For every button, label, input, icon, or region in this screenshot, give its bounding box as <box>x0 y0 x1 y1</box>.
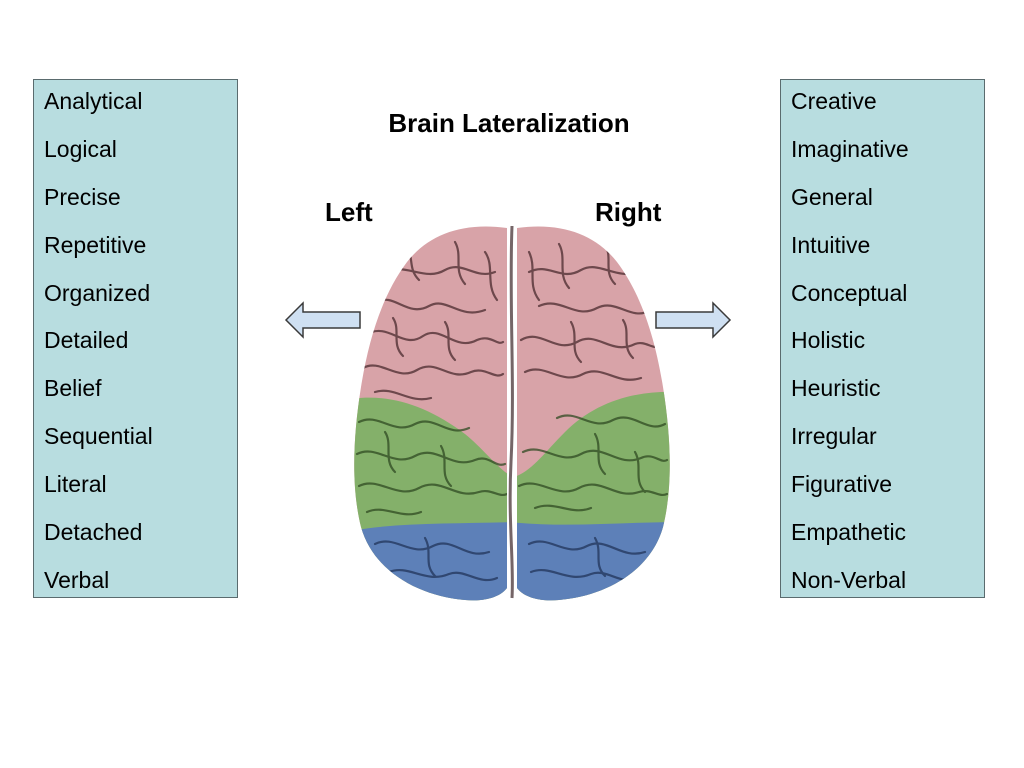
right-trait: Irregular <box>791 423 877 450</box>
right-trait: Holistic <box>791 327 866 354</box>
right-trait: Figurative <box>791 471 892 498</box>
left-trait: Repetitive <box>44 231 147 258</box>
left-traits-panel: Analytical Logical Precise Repetitive Or… <box>33 79 238 598</box>
left-trait: Literal <box>44 471 107 498</box>
right-traits-panel: Creative Imaginative General Intuitive C… <box>780 79 985 598</box>
right-trait: Creative <box>791 88 877 114</box>
left-trait: Sequential <box>44 423 153 450</box>
left-trait: Detailed <box>44 327 129 354</box>
arrow-left-icon <box>284 301 361 339</box>
right-hemisphere <box>517 226 670 601</box>
right-trait: Intuitive <box>791 231 871 258</box>
left-trait: Belief <box>44 375 102 402</box>
left-hemisphere <box>354 226 507 601</box>
page-title: Brain Lateralization <box>388 108 630 138</box>
right-trait: General <box>791 183 873 210</box>
left-trait: Precise <box>44 183 121 210</box>
right-trait: Empathetic <box>791 519 907 546</box>
right-hemisphere-label: Right <box>595 197 662 227</box>
right-trait: Imaginative <box>791 135 909 162</box>
left-trait: Detached <box>44 519 143 546</box>
brain-illustration <box>354 225 670 601</box>
left-trait: Verbal <box>44 566 110 593</box>
left-trait: Analytical <box>44 88 143 114</box>
left-hemisphere-label: Left <box>325 197 373 227</box>
right-trait: Non-Verbal <box>791 566 907 593</box>
left-trait: Organized <box>44 279 151 306</box>
arrow-right-icon <box>655 301 732 339</box>
right-trait: Heuristic <box>791 375 881 402</box>
left-trait: Logical <box>44 135 117 162</box>
right-trait: Conceptual <box>791 279 908 306</box>
